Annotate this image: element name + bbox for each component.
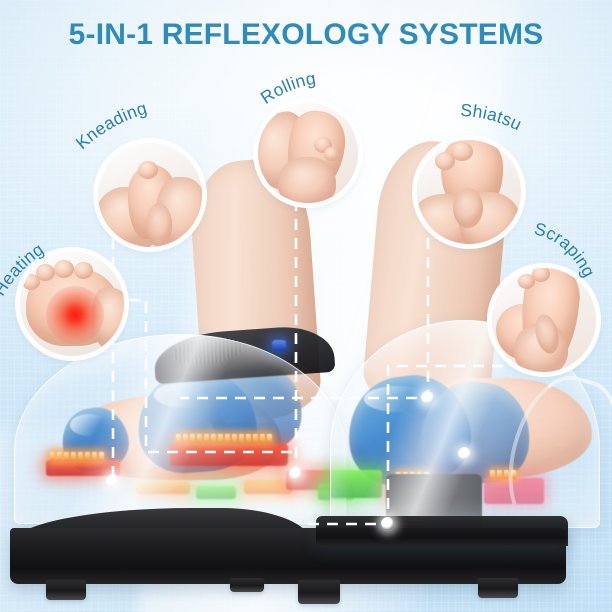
marker-scraping [381, 517, 394, 530]
product-base-front-lip [316, 516, 568, 546]
heat-glow-spot [46, 286, 104, 344]
feature-kneading-photo [98, 143, 202, 247]
marker-kneading [106, 474, 119, 487]
feature-shiatsu-photo [417, 140, 521, 244]
scraping-icon [492, 268, 596, 372]
page-title: 5-IN-1 REFLEXOLOGY SYSTEMS [68, 18, 544, 51]
heating-icon [20, 252, 124, 356]
base-foot-pad [46, 580, 86, 600]
base-foot-pad [230, 578, 264, 592]
left-dome-assembly [14, 323, 354, 524]
rolling-icon [258, 103, 358, 203]
feature-scraping-photo [492, 268, 596, 372]
shiatsu-icon [417, 140, 521, 244]
base-foot-pad [478, 578, 518, 598]
indicator-led [272, 340, 286, 351]
marker-rolling [289, 467, 302, 480]
product-photo [0, 136, 612, 612]
feature-rolling-photo [258, 103, 358, 203]
marker-shiatsu [421, 391, 434, 404]
feature-heating-photo [20, 252, 124, 356]
kneading-icon [98, 143, 202, 247]
base-foot-pad [298, 580, 340, 604]
marker-heating [458, 447, 471, 460]
